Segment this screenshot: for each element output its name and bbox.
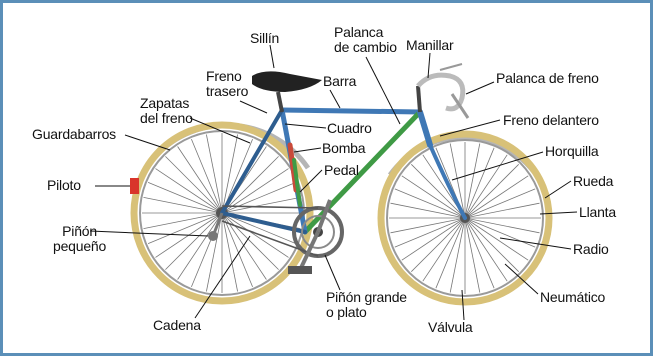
leader-radio (499, 237, 572, 250)
leader-pinon-grande (324, 254, 341, 291)
leader-lines (89, 44, 578, 321)
spoke (464, 164, 519, 219)
label-valvula: Válvula (428, 319, 473, 335)
label-zapatas-del-freno: Zapatas del freno (140, 95, 193, 126)
leader-zapatas-del-freno (189, 117, 251, 144)
spoke (464, 188, 536, 219)
spoke (177, 212, 223, 280)
leader-guardabarros (124, 134, 171, 151)
label-palanca-de-freno: Palanca de freno (496, 70, 599, 86)
leader-manillar (427, 52, 431, 79)
spoke (464, 217, 508, 282)
label-cuadro: Cuadro (327, 120, 372, 136)
spoke (422, 217, 466, 282)
spoke (464, 202, 540, 219)
label-piloto: Piloto (47, 177, 81, 193)
leader-freno-trasero (239, 100, 268, 114)
spoke (464, 143, 481, 219)
spoke (401, 217, 466, 261)
label-bomba: Bomba (322, 140, 366, 156)
label-freno-trasero: Freno trasero (206, 68, 249, 99)
spoke (221, 212, 253, 288)
label-neumatico: Neumático (540, 289, 606, 305)
label-radio: Radio (573, 241, 609, 257)
leader-cadena (194, 235, 251, 319)
leader-rueda (544, 180, 572, 199)
label-pinon-grande: Piñón grande o plato (326, 289, 407, 320)
spoke (191, 138, 223, 214)
spoke (435, 217, 466, 289)
spoke (411, 164, 466, 219)
leader-sillin (269, 44, 275, 69)
spoke (394, 188, 466, 219)
spoke (165, 156, 223, 214)
spoke (464, 217, 495, 289)
spoke (147, 212, 223, 244)
leader-llanta (539, 211, 578, 215)
leader-freno-delantero (439, 119, 501, 137)
label-guardabarros: Guardabarros (32, 126, 116, 142)
spoke (147, 182, 223, 214)
label-sillin: Sillín (250, 30, 280, 46)
spoke (464, 217, 529, 261)
spoke (177, 146, 223, 214)
spoke (464, 217, 519, 272)
spoke (221, 197, 301, 214)
leader-neumatico (504, 263, 539, 295)
label-pinon-pequeno: Piñón pequeño (53, 223, 107, 254)
spoke (464, 217, 536, 248)
leader-barra (329, 89, 341, 109)
leader-horquilla (451, 151, 544, 181)
handlebar (416, 72, 466, 112)
spoke (221, 156, 279, 214)
spoke (390, 202, 466, 219)
leader-bomba (293, 147, 322, 153)
leader-pedal (299, 169, 323, 193)
label-llanta: Llanta (579, 204, 616, 220)
spoke (143, 197, 223, 214)
spoke (221, 182, 297, 214)
label-rueda: Rueda (573, 173, 614, 189)
label-cadena: Cadena (153, 317, 201, 333)
spoke (411, 217, 466, 272)
spoke (221, 134, 238, 214)
spoke (155, 168, 223, 214)
label-barra: Barra (323, 73, 357, 89)
label-freno-delantero: Freno delantero (503, 112, 599, 128)
leader-valvula (461, 289, 465, 321)
spoke (206, 212, 223, 292)
spoke (464, 217, 540, 234)
spoke (464, 217, 481, 293)
spoke (449, 217, 466, 293)
label-manillar: Manillar (406, 37, 454, 53)
spoke (394, 217, 466, 248)
leader-pinon-pequeno (89, 230, 209, 237)
spoke (449, 143, 466, 219)
spoke (390, 217, 466, 234)
leader-palanca-de-cambio (365, 56, 401, 125)
spoke (464, 175, 529, 219)
label-horquilla: Horquilla (545, 143, 599, 159)
spoke (221, 212, 279, 270)
leader-cuadro (284, 123, 327, 129)
label-pedal: Pedal (324, 162, 359, 178)
saddle (252, 71, 322, 92)
spoke (401, 175, 466, 219)
leader-palanca-de-freno (465, 81, 495, 95)
spoke (464, 147, 495, 219)
taillight (130, 178, 139, 194)
spoke (221, 212, 289, 258)
spoke (206, 134, 223, 214)
label-palanca-de-cambio: Palanca de cambio (334, 24, 397, 55)
front-wheel (377, 130, 553, 306)
rear-wheel (130, 121, 314, 305)
spoke (143, 212, 223, 229)
spoke (165, 212, 223, 270)
spoke (221, 212, 297, 244)
spoke (221, 212, 238, 292)
